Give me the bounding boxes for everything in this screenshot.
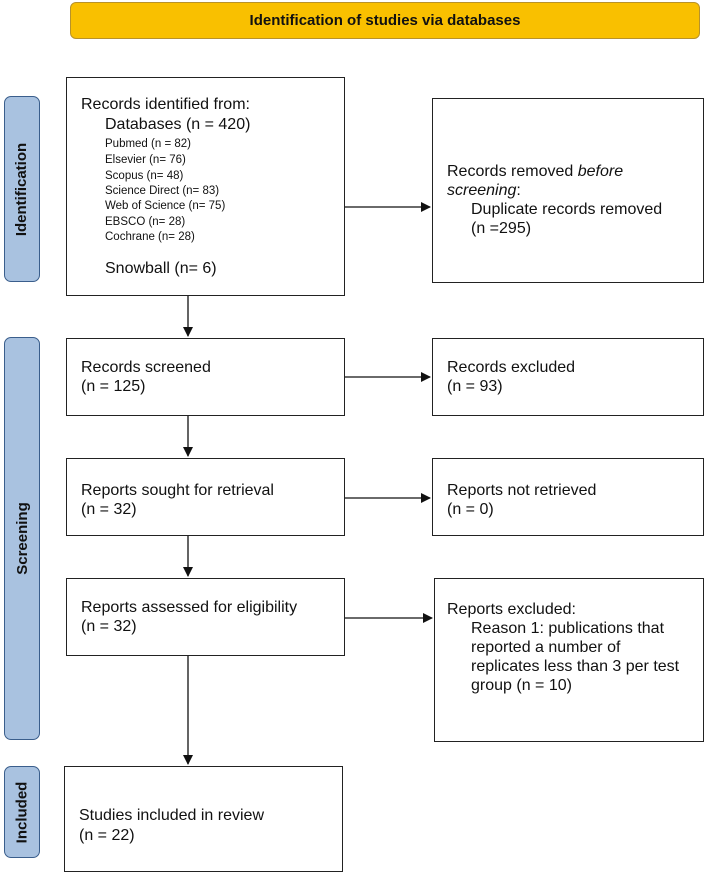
reason-line-2: reported a number of [471,639,621,656]
reports-not-retrieved-label: Reports not retrieved [447,482,597,499]
source-ebsco: EBSCO (n= 28) [105,216,186,228]
records-screened-box: Records screened (n = 125) [66,338,345,416]
header-title: Identification of studies via databases [249,12,521,29]
source-pubmed: Pubmed (n = 82) [105,138,191,150]
studies-included-count: (n = 22) [79,827,135,844]
reports-assessed-box: Reports assessed for eligibility (n = 32… [66,578,345,656]
reports-not-retrieved-count: (n = 0) [447,501,494,518]
records-excluded-box: Records excluded (n = 93) [432,338,704,416]
reason-line-4: group (n = 10) [471,677,572,694]
snowball-count: Snowball (n= 6) [105,260,217,277]
reason-line-1: Reason 1: publications that [471,620,665,637]
phase-included: Included [4,766,40,858]
reports-not-retrieved-box: Reports not retrieved (n = 0) [432,458,704,536]
phase-identification: Identification [4,96,40,282]
reason-line-3: replicates less than 3 per test [471,658,680,675]
records-removed-box: Records removed before screening: Duplic… [432,98,704,283]
source-elsevier: Elsevier (n= 76) [105,154,186,166]
reports-excluded-box: Reports excluded: Reason 1: publications… [434,578,704,742]
removed-line-1: Records removed before [447,163,624,180]
databases-count: Databases (n = 420) [105,116,251,133]
reports-excluded-label: Reports excluded: [447,601,576,618]
records-excluded-label: Records excluded [447,359,576,376]
source-web-of-science: Web of Science (n= 75) [105,200,226,212]
duplicate-records-count: (n =295) [471,220,532,237]
reports-sought-label: Reports sought for retrieval [81,482,274,499]
reports-assessed-label: Reports assessed for eligibility [81,599,298,616]
records-identified-heading: Records identified from: [81,96,250,113]
source-scopus: Scopus (n= 48) [105,170,184,182]
records-screened-count: (n = 125) [81,378,146,395]
header-banner: Identification of studies via databases [70,2,700,39]
studies-included-label: Studies included in review [79,807,264,824]
records-excluded-count: (n = 93) [447,378,503,395]
removed-line-2: screening: [447,182,521,199]
duplicate-records-label: Duplicate records removed [471,201,663,218]
records-screened-label: Records screened [81,359,211,376]
reports-assessed-count: (n = 32) [81,618,137,635]
source-cochrane: Cochrane (n= 28) [105,231,195,243]
studies-included-box: Studies included in review (n = 22) [64,766,343,872]
source-science-direct: Science Direct (n= 83) [105,185,220,197]
reports-sought-count: (n = 32) [81,501,137,518]
reports-sought-box: Reports sought for retrieval (n = 32) [66,458,345,536]
records-identified-box: Records identified from: Databases (n = … [66,77,345,296]
phase-screening: Screening [4,337,40,740]
